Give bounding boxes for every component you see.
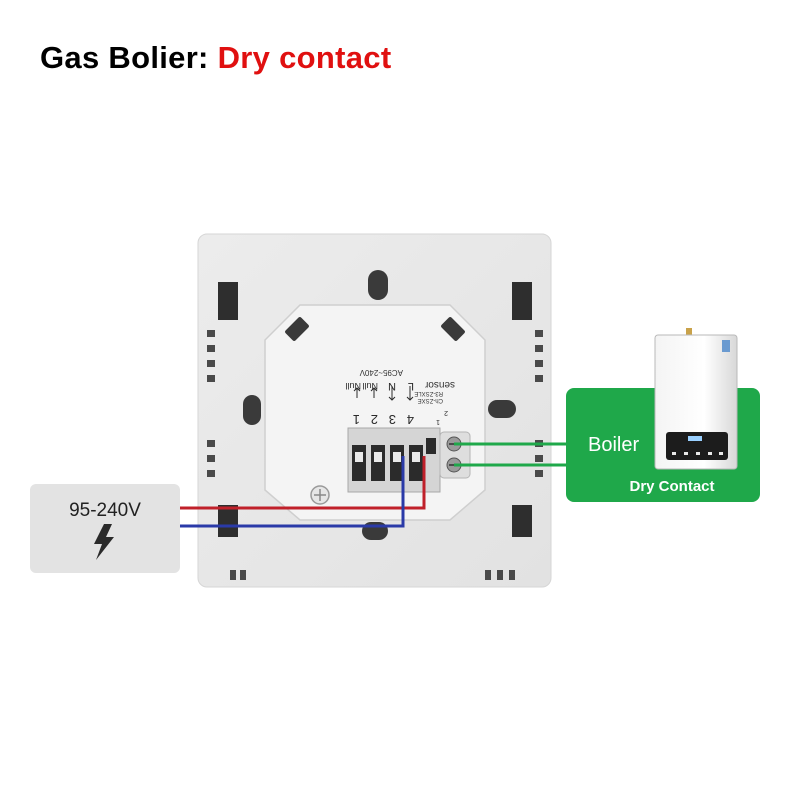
- lightning-bolt-icon: [94, 524, 114, 560]
- dry-contact-mark-2: 2: [444, 409, 448, 416]
- power-source-box: 95-240V: [30, 484, 180, 573]
- terminal-label-1: Null: [345, 381, 361, 391]
- dry-contact-label: Dry Contact: [629, 478, 714, 495]
- module-sensor-text: sensor: [424, 379, 455, 390]
- title-highlight: Dry contact: [217, 40, 392, 75]
- dry-contact-wires: [454, 442, 580, 467]
- neutral-wire: [180, 456, 405, 528]
- title-prefix: Gas Bolier:: [40, 40, 218, 75]
- terminal-number-4: 4: [407, 412, 414, 427]
- terminal-label-2: Null: [362, 381, 378, 391]
- terminal-label-4: L: [408, 380, 414, 392]
- diagram-title: Gas Bolier: Dry contact: [40, 40, 391, 76]
- module-code-text-1: R3-ZSXLE: [414, 390, 443, 396]
- module-code-text-2: Ch-ZSXE: [418, 397, 443, 403]
- power-voltage-label: 95-240V: [69, 500, 141, 521]
- terminal-number-1: 1: [353, 412, 360, 427]
- terminal-number-2: 2: [371, 412, 378, 427]
- boiler-label: Boiler: [588, 434, 639, 456]
- dry-contact-mark-1: 1: [436, 418, 440, 425]
- live-wire: [180, 456, 426, 510]
- gas-boiler-unit: [654, 328, 738, 470]
- module-voltage-text: AC95~240V: [359, 368, 403, 377]
- terminal-number-3: 3: [389, 412, 396, 427]
- thermostat-module: AC95~240V sensor R3-ZSXLE Ch-ZSXE Null N…: [264, 304, 486, 521]
